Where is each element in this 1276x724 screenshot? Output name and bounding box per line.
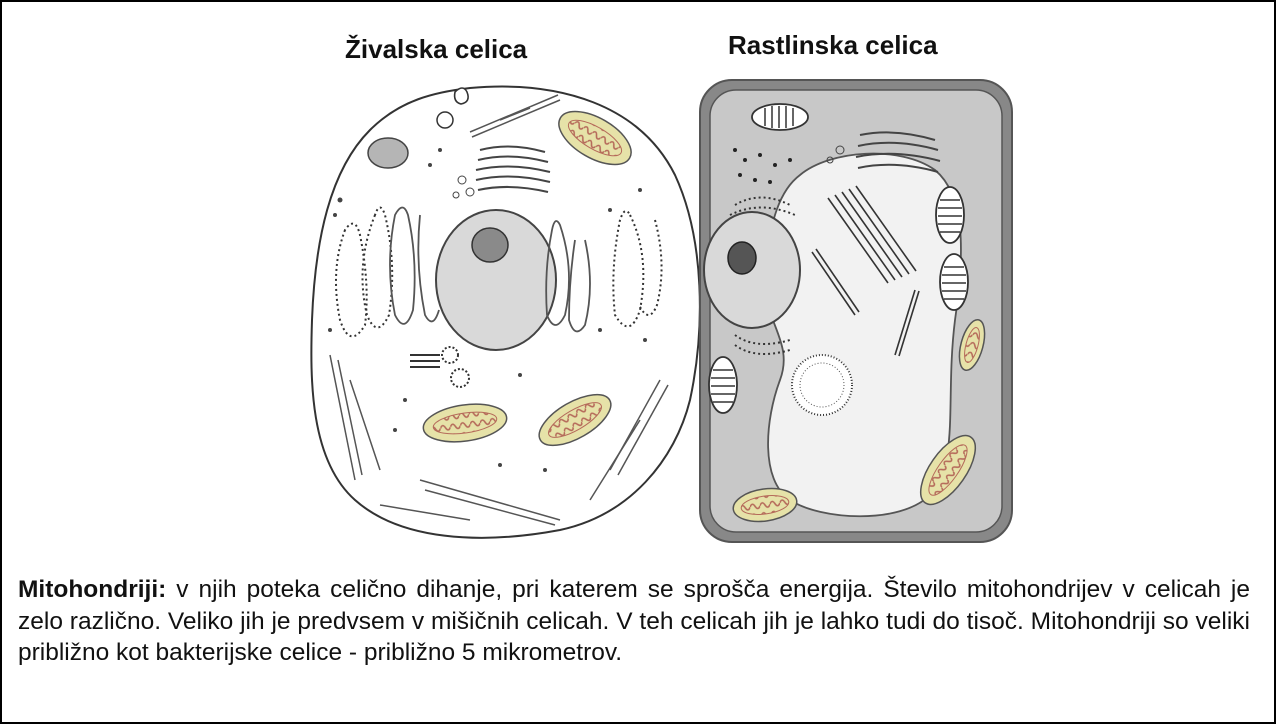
plant-cell xyxy=(700,80,1012,542)
nucleus xyxy=(436,210,556,350)
vesicle xyxy=(437,112,453,128)
caption-text: v njih poteka celično dihanje, pri kater… xyxy=(18,576,1250,666)
animal-cell xyxy=(311,87,699,538)
caption-term: Mitohondriji: xyxy=(18,576,166,603)
nucleolus xyxy=(472,228,508,262)
chloroplast xyxy=(709,357,737,413)
chloroplast xyxy=(936,187,964,243)
chloroplast xyxy=(940,254,968,310)
nucleus xyxy=(704,212,800,328)
chloroplast xyxy=(752,104,808,130)
mitochondria-caption: Mitohondriji: v njih poteka celično diha… xyxy=(18,574,1250,669)
nucleolus xyxy=(728,242,756,274)
peroxisome xyxy=(792,355,852,415)
lysosome xyxy=(368,138,408,168)
vesicle-top xyxy=(455,88,469,104)
